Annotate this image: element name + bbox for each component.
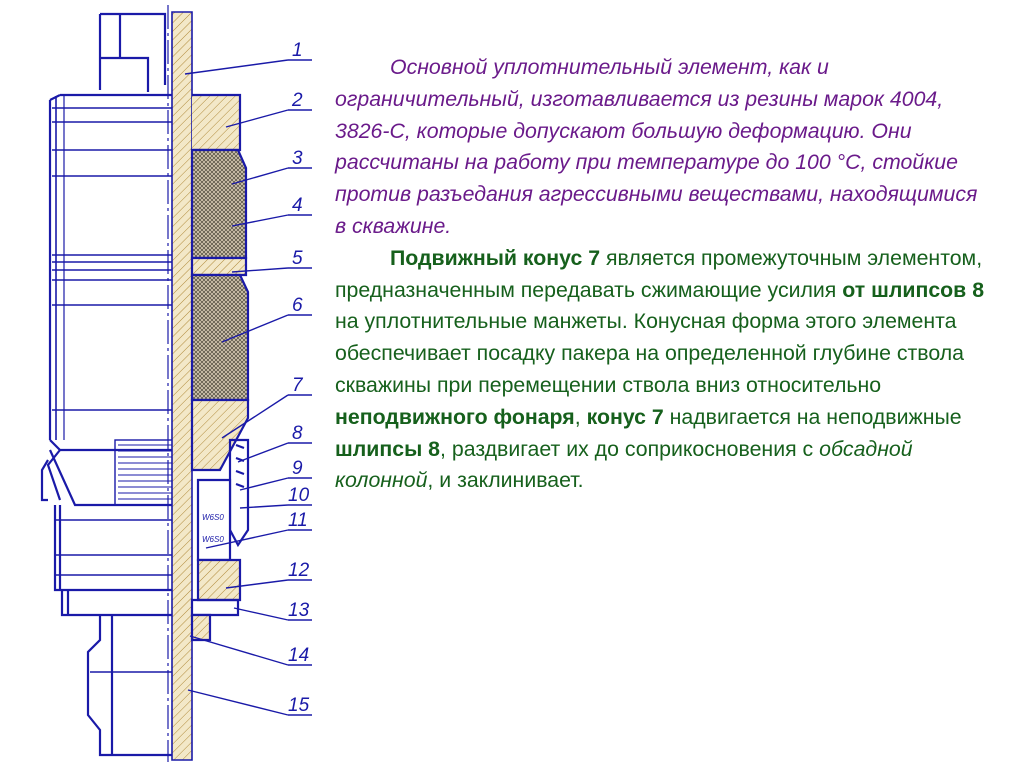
- seal-element-4: [190, 148, 248, 260]
- term-moving-cone: Подвижный конус 7: [390, 245, 601, 270]
- spring-label-upper: W6S0: [202, 513, 224, 522]
- seal-element-6: [190, 273, 250, 402]
- slips-8: [228, 438, 250, 548]
- cone-left: [46, 449, 180, 507]
- paragraph-seal-material: Основной уплотнительный элемент, как и о…: [335, 55, 978, 238]
- callout-10: 10: [288, 485, 310, 506]
- callout-6: 6: [292, 295, 303, 316]
- callout-15: 15: [288, 695, 310, 716]
- callout-11: 11: [288, 510, 308, 531]
- callout-1: 1: [292, 40, 303, 61]
- callout-7: 7: [292, 375, 304, 396]
- term-fixed-lantern: неподвижного фонаря: [335, 404, 575, 429]
- callout-3: 3: [292, 148, 303, 169]
- callout-8: 8: [292, 423, 303, 444]
- cone-7: [190, 398, 250, 472]
- callout-14: 14: [288, 645, 309, 666]
- callout-12: 12: [288, 560, 310, 581]
- callout-5: 5: [292, 248, 303, 269]
- spring-label-lower: W6S0: [202, 535, 224, 544]
- paragraph-moving-cone: Подвижный конус 7 является промежуточным…: [335, 245, 985, 493]
- outer-body-left: [48, 93, 185, 452]
- packer-drawing: W6S0 W6S0 1 2 3 4 5 6 7 8 9 10 11 12 13 …: [40, 5, 312, 762]
- term-from-slips: от шлипсов 8: [842, 277, 985, 302]
- lantern-body: [53, 505, 185, 592]
- term-slips: шлипсы 8: [335, 436, 441, 461]
- top-stem-step: [100, 14, 150, 92]
- callout-13: 13: [288, 600, 310, 621]
- callout-2: 2: [291, 90, 303, 111]
- description-text: Основной уплотнительный элемент, как и о…: [335, 52, 990, 497]
- term-casing: обсадной колонной: [335, 436, 913, 493]
- top-stem-outline: [98, 12, 167, 90]
- bottom-pipe: [86, 615, 180, 757]
- term-cone: конус 7: [586, 404, 664, 429]
- callout-4: 4: [292, 195, 303, 216]
- callout-9: 9: [292, 458, 303, 479]
